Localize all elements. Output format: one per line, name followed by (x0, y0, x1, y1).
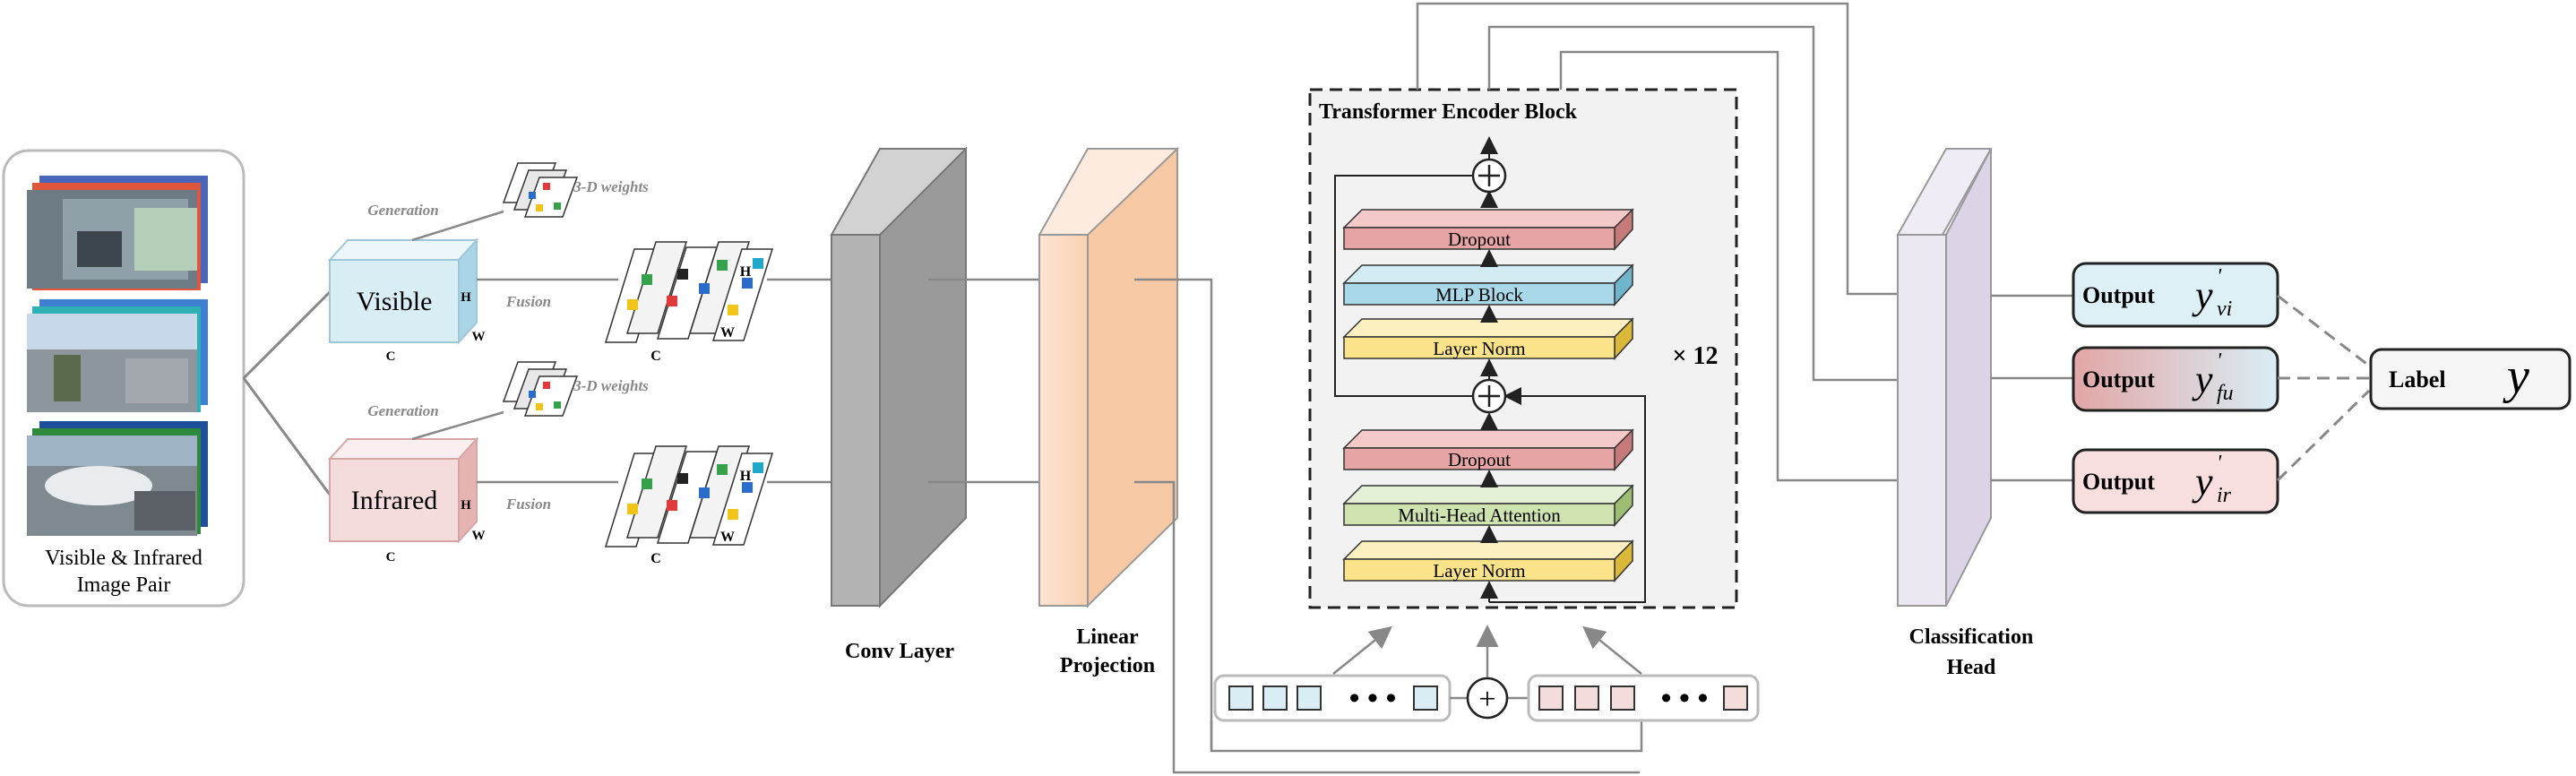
layer-mha-label: Multi-Head Attention (1398, 504, 1561, 526)
layer-mlp-block: MLP Block (1342, 263, 1634, 306)
transformer-encoder-block: Transformer Encoder Block Dropout MLP Bl… (1308, 88, 1738, 609)
visible-3d-weights (502, 162, 579, 218)
infrared-weights-label: 3-D weights (573, 377, 649, 394)
token-dots-visible: • • • (1349, 682, 1397, 715)
token-infrared (1723, 685, 1748, 711)
layer-dropout-bottom: Dropout (1342, 428, 1634, 471)
visible-generation-label: Generation (367, 202, 438, 219)
token-row-infrared: • • • (1527, 674, 1760, 722)
encoder-title: Transformer Encoder Block (1319, 100, 1578, 124)
infrared-label: Infrared (351, 486, 438, 515)
final-label-text: Label (2389, 366, 2446, 392)
output-vi: Output y ' vi (2072, 262, 2279, 328)
output-to-label-dashes (2276, 294, 2371, 482)
infrared-3d-weights (502, 361, 579, 417)
output-fu-symbol: y (2192, 358, 2213, 401)
output-vi-symbol: y (2192, 273, 2213, 317)
output-ir-label: Output (2082, 469, 2155, 495)
layer-mha: Multi-Head Attention (1342, 484, 1634, 527)
token-plus-symbol: + (1478, 683, 1495, 716)
token-plus: + (1450, 625, 1529, 720)
infrared-branch: Infrared H W C Generation Fusion 3-D wei… (327, 361, 833, 566)
layer-norm-bottom: Layer Norm (1342, 539, 1634, 582)
infrared-fusion-label: Fusion (505, 496, 551, 513)
visible-dim-w: W (472, 330, 486, 344)
input-fork-lines (242, 290, 332, 496)
layer-dropout-top: Dropout (1342, 208, 1634, 251)
token-to-encoder-arrows (1332, 625, 1642, 675)
visible-fused-dim-c: C (650, 349, 661, 364)
head-label-line1: Classification (1909, 625, 2034, 649)
conv-to-linear-lines (928, 278, 1041, 484)
infrared-fused-dim-h: H (740, 469, 752, 484)
infrared-fused-dim-w: W (720, 530, 735, 545)
output-fu-label: Output (2082, 366, 2155, 392)
output-vi-prime: ' (2217, 265, 2222, 289)
visible-dim-h: H (461, 290, 471, 305)
token-dots-infrared: • • • (1661, 682, 1709, 715)
output-fu: Output y ' fu (2072, 346, 2279, 412)
token-row-visible: • • • (1213, 674, 1452, 722)
visible-fused-dim-w: W (720, 325, 735, 341)
input-panel: Visible & Infrared Image Pair (2, 149, 246, 608)
infrared-fused-dim-c: C (650, 551, 661, 566)
token-visible (1228, 685, 1254, 711)
output-ir-prime: ' (2217, 452, 2222, 475)
infrared-fused-features (604, 445, 774, 548)
output-vi-sub: vi (2217, 297, 2232, 321)
visible-fused-features (604, 241, 774, 343)
visible-cube (329, 259, 460, 343)
visible-weights-label: 3-D weights (573, 178, 649, 195)
linear-label-line1: Linear (1076, 625, 1139, 649)
token-visible (1262, 685, 1288, 711)
infrared-cube (329, 458, 460, 542)
layer-dropout-bottom-label: Dropout (1448, 449, 1511, 470)
infrared-dim-c: C (386, 550, 396, 565)
linear-label-line2: Projection (1060, 654, 1155, 677)
head-to-output-lines (1991, 294, 2073, 482)
input-label-line2: Image Pair (77, 573, 171, 597)
image-stack-3 (27, 421, 208, 536)
output-ir-sub: ir (2217, 484, 2232, 507)
image-stack-1 (27, 176, 208, 290)
output-fu-prime: ' (2217, 349, 2222, 373)
layer-dropout-top-label: Dropout (1448, 228, 1511, 250)
infrared-dim-w: W (472, 529, 486, 543)
infrared-dim-h: H (461, 498, 471, 513)
linear-projection: Linear Projection (1038, 146, 1179, 677)
token-visible (1297, 685, 1322, 711)
output-vi-label: Output (2082, 282, 2155, 308)
head-label-line2: Head (1947, 656, 1996, 679)
token-infrared (1574, 685, 1599, 711)
final-label-symbol: y (2503, 349, 2529, 404)
visible-branch: Visible H W C Generation Fusion 3-D weig… (327, 162, 833, 364)
layer-norm-bottom-label: Layer Norm (1433, 560, 1525, 582)
layer-norm-top: Layer Norm (1342, 317, 1634, 360)
image-stack-2 (27, 299, 208, 412)
layer-mlp-label: MLP Block (1435, 284, 1523, 306)
output-ir: Output y ' ir (2072, 448, 2279, 514)
final-label: Label y (2369, 348, 2572, 410)
encoder-repeat: × 12 (1673, 342, 1719, 370)
output-ir-symbol: y (2192, 460, 2213, 504)
token-infrared (1610, 685, 1635, 711)
infrared-generation-label: Generation (367, 402, 438, 419)
token-visible (1413, 685, 1438, 711)
conv-layer: Conv Layer (830, 146, 968, 663)
conv-label: Conv Layer (845, 640, 954, 663)
visible-fused-dim-h: H (740, 264, 752, 280)
token-infrared (1538, 685, 1564, 711)
visible-label: Visible (357, 287, 433, 316)
layer-norm-top-label: Layer Norm (1433, 338, 1525, 359)
visible-fusion-label: Fusion (505, 293, 551, 310)
output-fu-sub: fu (2217, 382, 2234, 405)
visible-dim-c: C (386, 349, 396, 364)
input-label-line1: Visible & Infrared (45, 547, 202, 570)
encoder-to-head-routes (1416, 2, 1901, 482)
linear-to-token-routes (1134, 278, 1643, 774)
classification-head: Classification Head (1896, 148, 2034, 679)
